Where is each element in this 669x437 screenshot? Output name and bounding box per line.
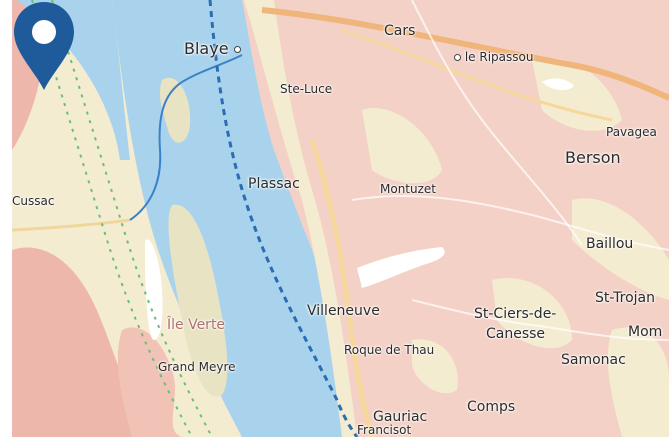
place-label-comps: Comps [467, 399, 516, 415]
place-label-samonac: Samonac [561, 352, 626, 368]
place-label-ste-luce: Ste-Luce [280, 82, 333, 96]
place-label-baillou: Baillou [586, 236, 634, 252]
place-label-francisot: Francisot [357, 423, 412, 437]
place-label-ile-verte: Île Verte [167, 317, 226, 333]
place-label-st-ciers: St-Ciers-de- [474, 306, 557, 322]
place-label-le-ripassou: le Ripassou [454, 51, 533, 63]
place-label-blaye: Blaye [184, 41, 241, 57]
place-label-canesse: Canesse [486, 326, 546, 342]
map-marker-pin[interactable] [12, 0, 76, 92]
place-label-grand-meyre: Grand Meyre [158, 360, 236, 374]
place-label-montuzet: Montuzet [380, 182, 436, 196]
place-label-roque-de-thau: Roque de Thau [344, 343, 435, 357]
place-label-st-trojan: St-Trojan [595, 290, 655, 306]
map-canvas[interactable]: Blaye Cars le Ripassou Ste-Luce Pavagea … [12, 0, 669, 437]
place-label-villeneuve: Villeneuve [307, 303, 380, 319]
place-label-berson: Berson [565, 148, 621, 167]
place-label-cars: Cars [384, 23, 416, 39]
place-label-pavagea: Pavagea [606, 125, 657, 139]
place-label-plassac: Plassac [248, 176, 300, 192]
place-label-mom: Mom [628, 324, 663, 340]
place-label-gauriac: Gauriac [373, 409, 428, 425]
map-base-layer [12, 0, 669, 437]
place-label-cussac: Cussac [12, 194, 55, 208]
